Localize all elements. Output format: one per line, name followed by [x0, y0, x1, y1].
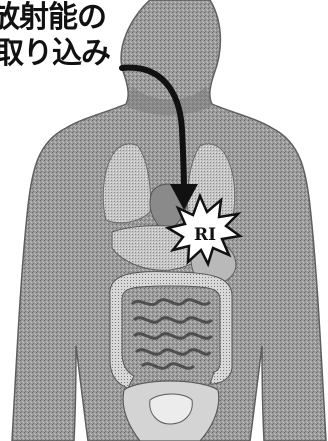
caption-line-1: 放射能の [0, 0, 110, 36]
ri-label: RI [194, 225, 216, 245]
caption: 放射能の 取り込み [0, 0, 110, 72]
caption-line-2: 取り込み [0, 36, 110, 72]
